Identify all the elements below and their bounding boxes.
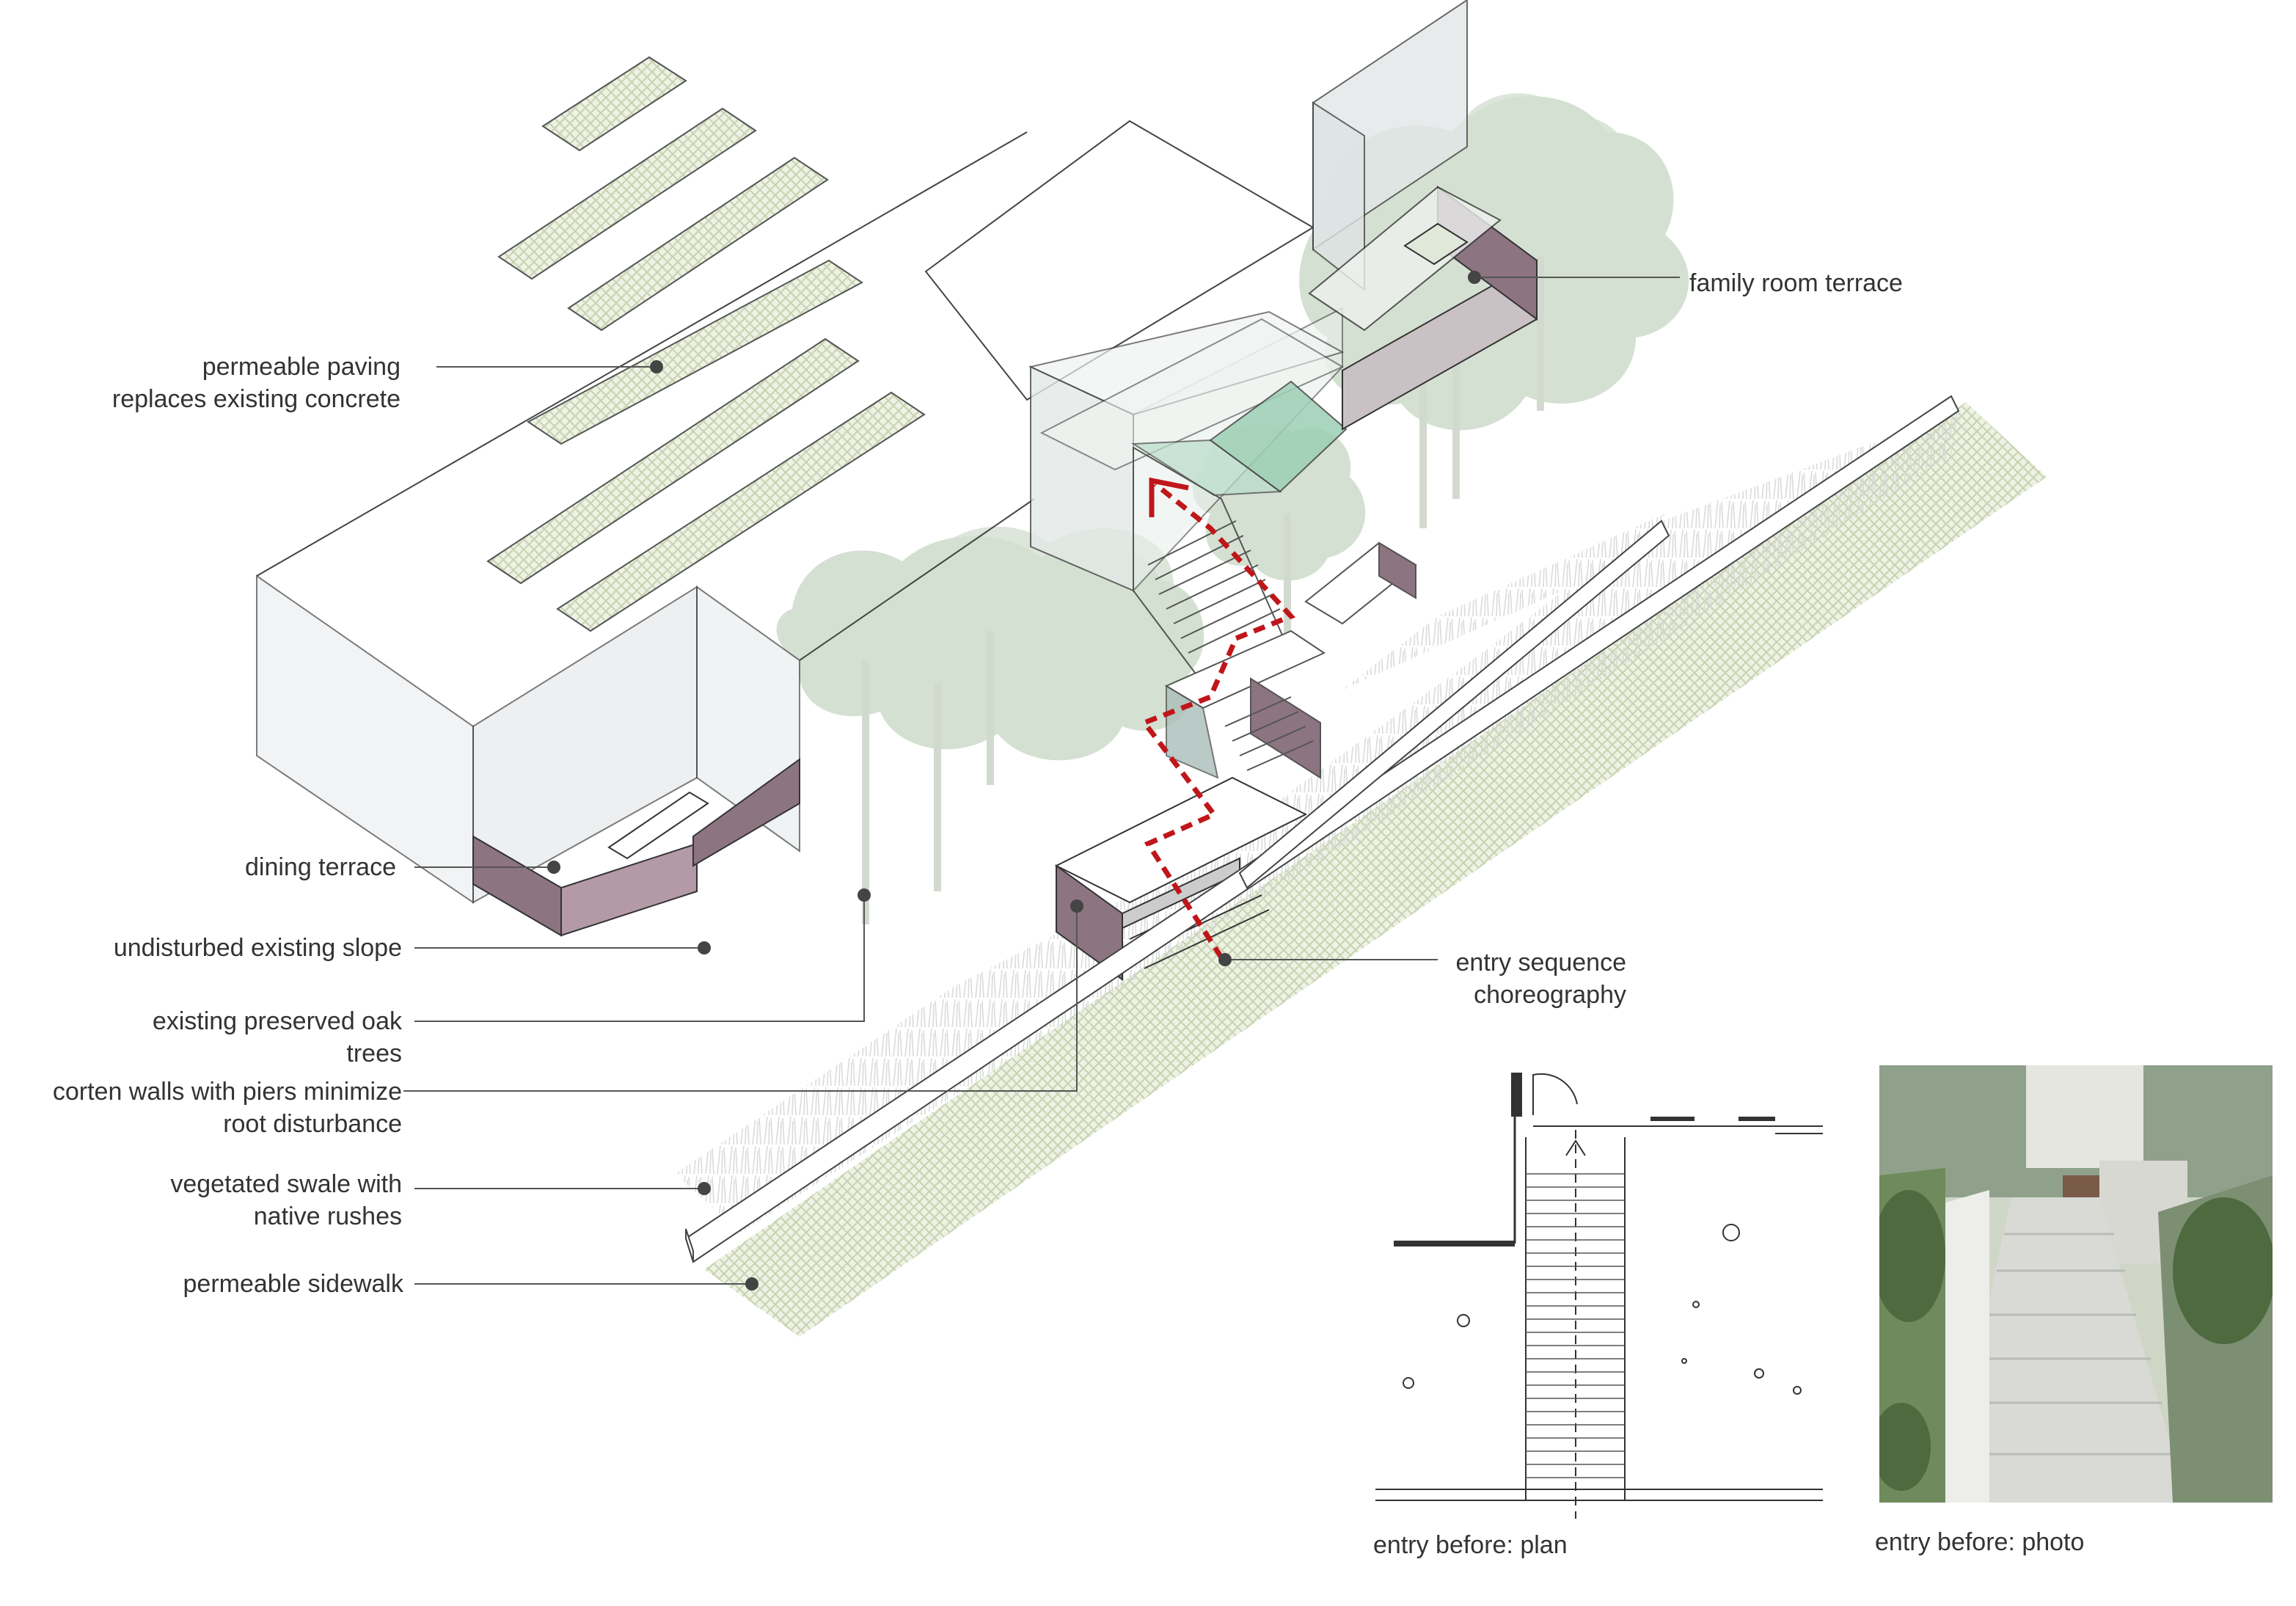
label-undisturbed-slope: undisturbed existing slope [113, 934, 402, 962]
label-family-room-terrace: family room terrace [1689, 269, 1903, 297]
site-walls [684, 395, 1960, 1263]
family-room-terrace [1308, 186, 1538, 431]
caption-entry-photo: entry before: photo [1875, 1528, 2085, 1556]
leader-dots [547, 271, 1481, 1291]
label-preserved-oak: existing preserved oak trees [152, 1007, 402, 1067]
house-volumes [256, 0, 1468, 904]
label-dining-terrace: dining terrace [244, 853, 396, 881]
permeable-paving-strips [486, 56, 926, 632]
label-vegetated-swale: vegetated swale with native rushes [170, 1170, 402, 1230]
leader-lines [403, 277, 1680, 1285]
label-corten-walls: corten walls with piers minimize root di… [52, 1078, 402, 1138]
entry-stairs [1133, 446, 1417, 779]
entry-photo-illustration [1879, 1065, 2273, 1503]
entry-plan-drawing [1375, 1073, 1823, 1519]
label-entry-sequence: entry sequence choreography [1455, 949, 1627, 1009]
permeable-sidewalk [704, 402, 2047, 1337]
entry-photo [1879, 1065, 2273, 1503]
dining-terrace [472, 758, 800, 937]
label-permeable-paving: permeable paving replaces existing concr… [111, 353, 401, 413]
plan-treads [1526, 1173, 1625, 1478]
entry-path [1140, 477, 1296, 959]
caption-entry-plan: entry before: plan [1373, 1531, 1568, 1559]
label-permeable-sidewalk: permeable sidewalk [183, 1270, 404, 1298]
